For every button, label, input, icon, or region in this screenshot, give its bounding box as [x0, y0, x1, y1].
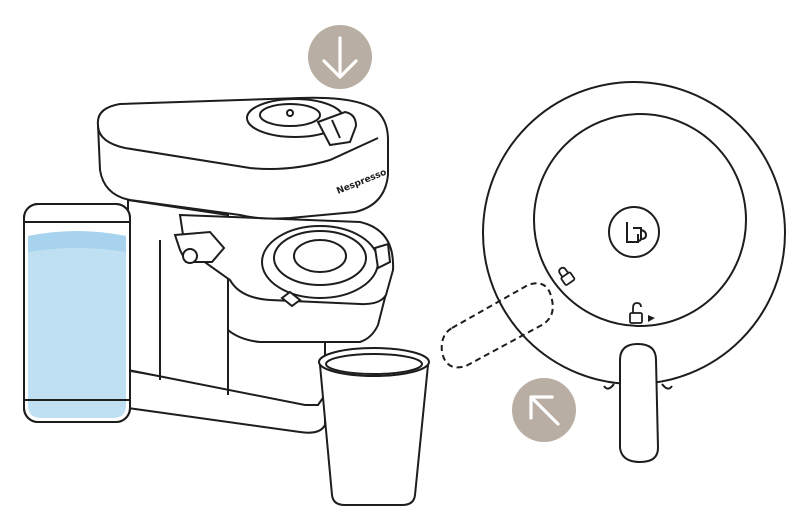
lid-handle: [316, 110, 358, 147]
cup-body: [318, 364, 430, 506]
arrow-down-icon: [322, 36, 358, 79]
capsule-holder: [173, 213, 395, 308]
handle-notch-2: [661, 383, 673, 390]
capsule-insertion-guide: [440, 282, 554, 369]
lock-icon: [558, 266, 576, 286]
cup-button: [608, 206, 660, 258]
capsule-ring-inner: [293, 239, 347, 273]
capsule-clip: [373, 242, 392, 270]
cup-icon: [626, 222, 648, 243]
arrow-up-left-icon: [529, 395, 560, 426]
power-icon: [286, 109, 294, 117]
tank-water: [28, 232, 126, 418]
top-view-inner-circle: [533, 113, 747, 327]
press-down-indicator: [308, 25, 372, 89]
capsule-tab: [280, 290, 302, 308]
lid-handle-gap: [331, 119, 341, 139]
water-tank: [23, 203, 131, 423]
coffee-cup: [318, 347, 430, 506]
cup-inner: [325, 353, 423, 375]
unlock-icon: [629, 302, 655, 324]
lever-pivot: [182, 248, 198, 264]
lid-top-view: [482, 81, 786, 464]
machine-lid: Nespresso: [96, 96, 389, 220]
tank-outline: [23, 203, 131, 423]
slide-in-indicator: [512, 378, 576, 442]
tank-water-surface: [28, 231, 126, 252]
top-view-handle: [619, 342, 660, 464]
handle-notch: [603, 383, 615, 390]
